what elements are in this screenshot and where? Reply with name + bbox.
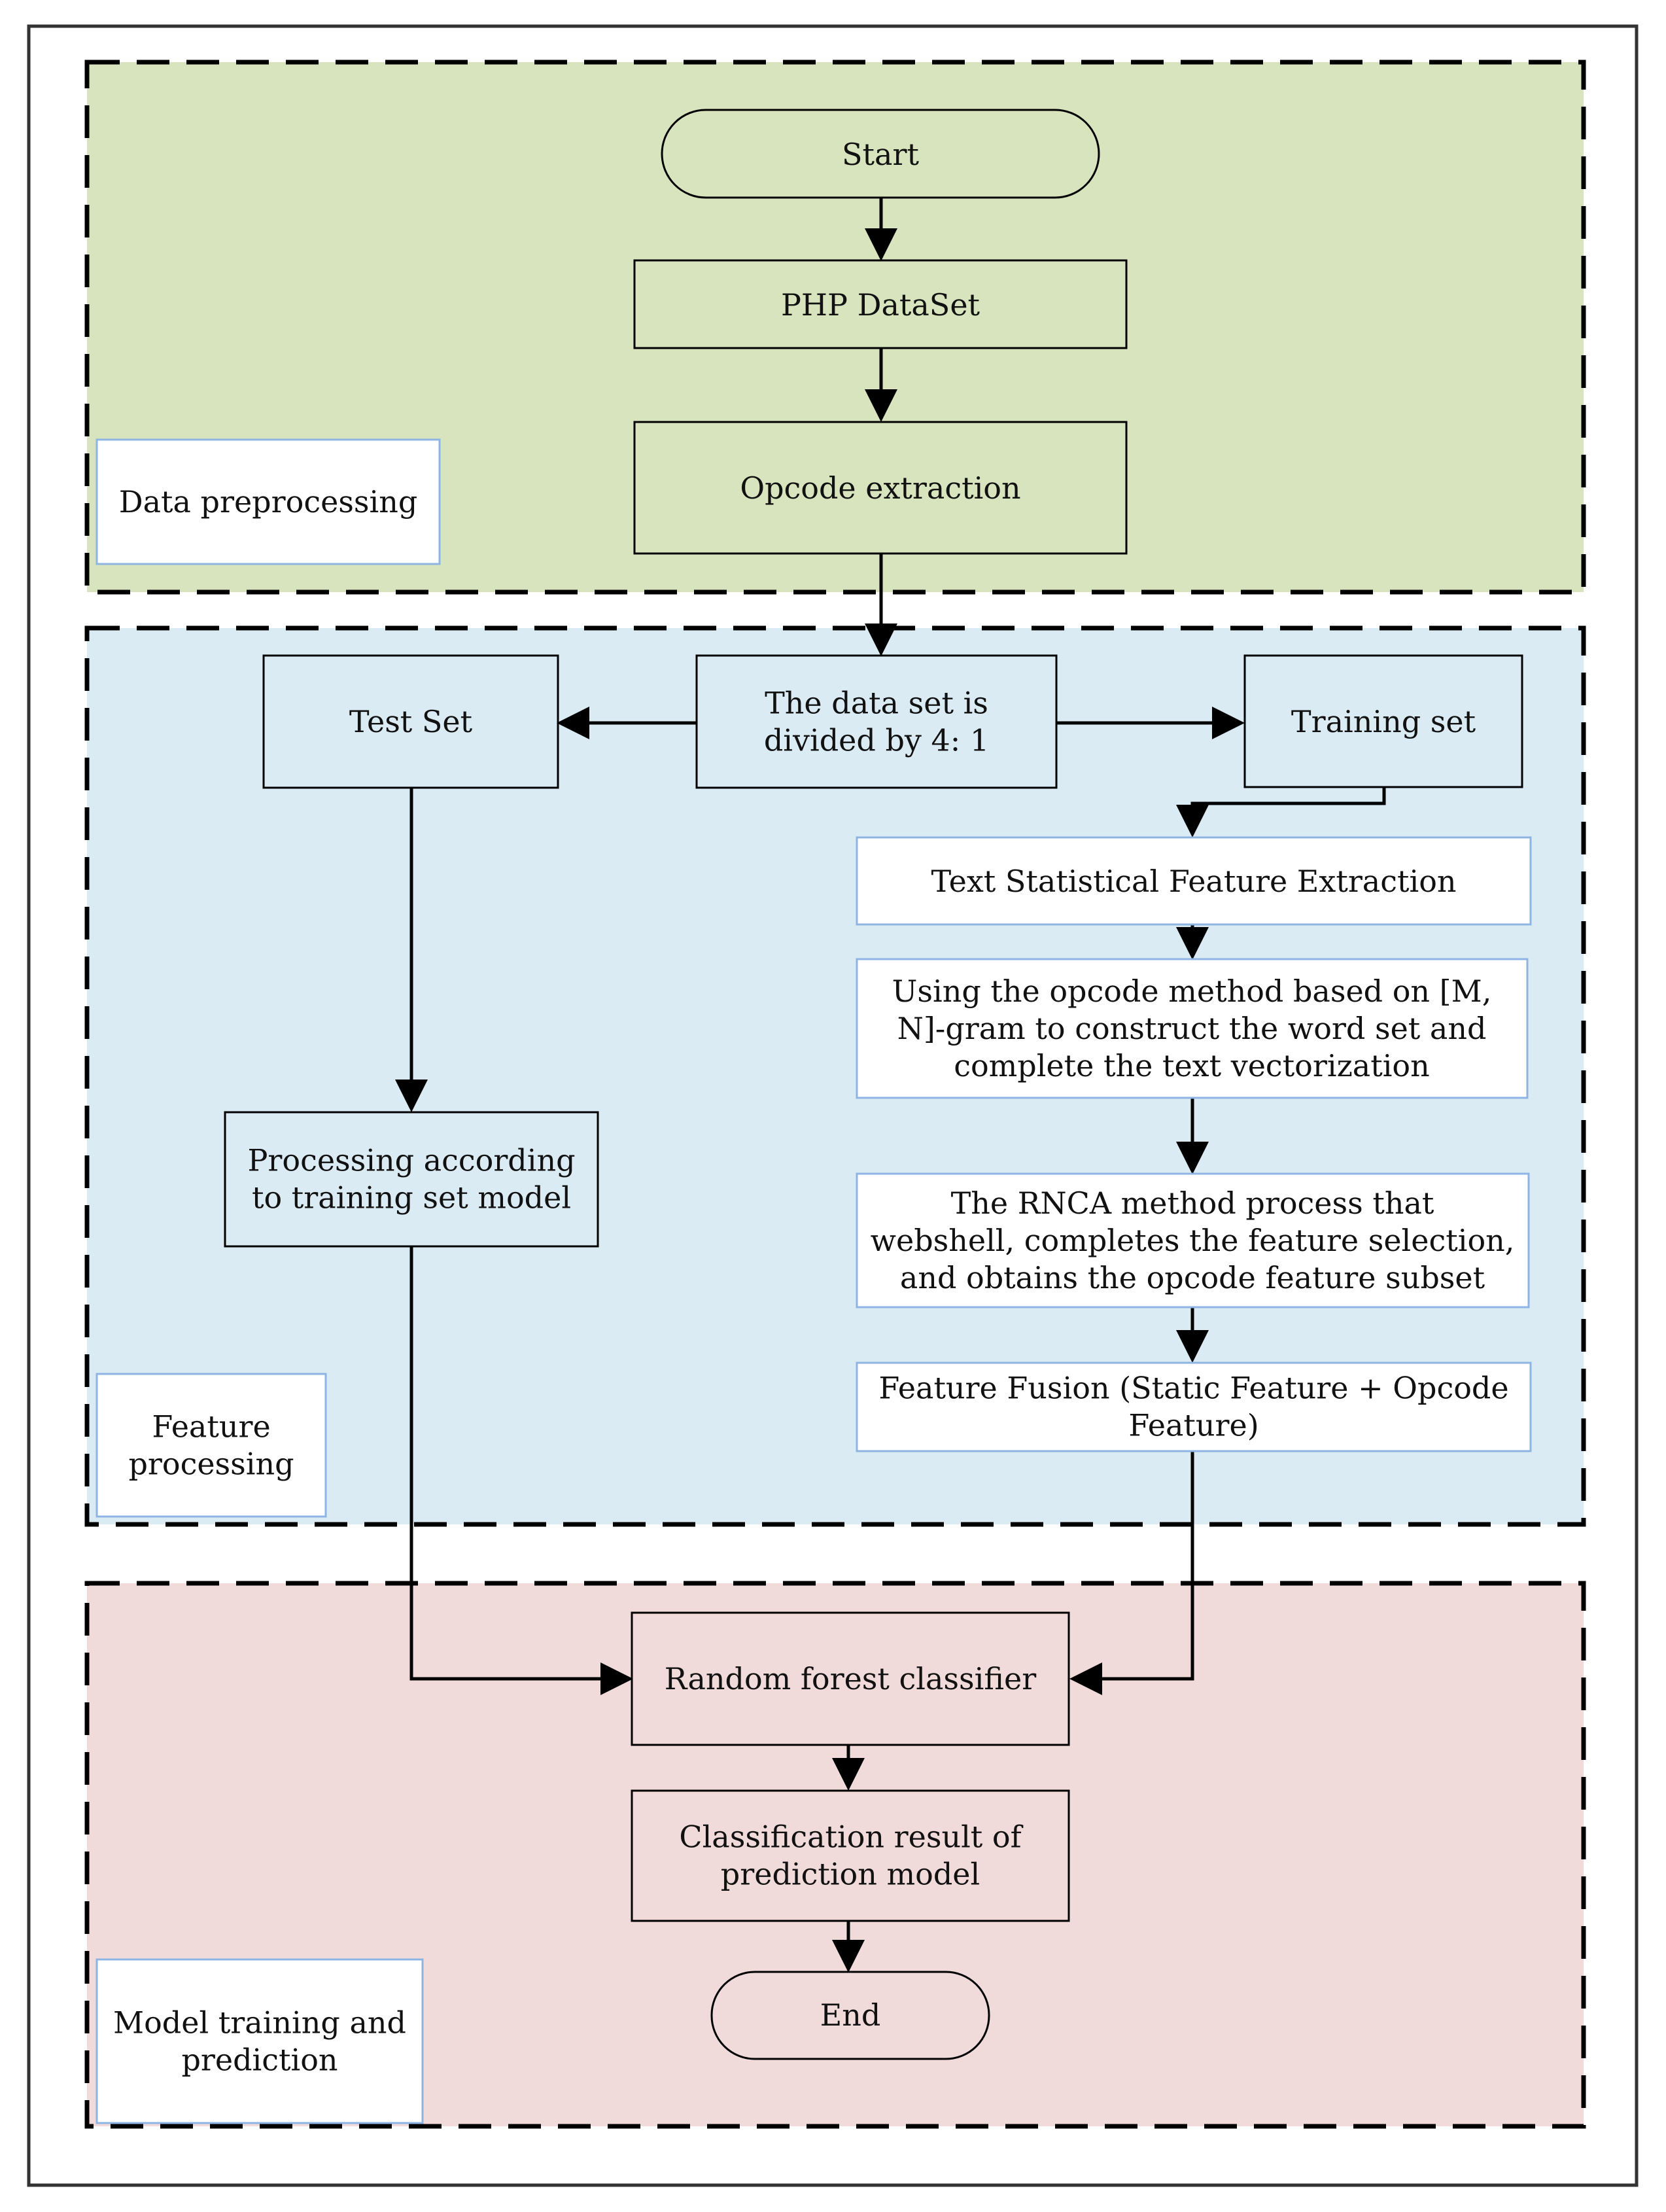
node-data-split-text-line-1: The data set is: [765, 686, 988, 721]
node-feature-fusion-text-line-1: Feature Fusion (Static Feature + Opcode: [878, 1371, 1508, 1406]
node-random-forest-text-line-1: Random forest classifier: [665, 1661, 1037, 1696]
section-label-model-training-text-line-1: Model training and: [113, 2005, 406, 2041]
section-label-preprocessing-text-line-1: Data preprocessing: [119, 484, 418, 519]
node-opcode-extraction-text-line-1: Opcode extraction: [740, 470, 1020, 506]
node-end-text: End: [820, 1997, 881, 2033]
section-label-feature-processing-text-line-2: processing: [128, 1447, 294, 1482]
section-label-model-training-text-line-2: prediction: [181, 2043, 338, 2078]
node-training-set-text-line-1: Training set: [1291, 704, 1476, 739]
node-training-set-text: Training set: [1291, 704, 1476, 739]
node-end: End: [710, 1971, 990, 2060]
node-opcode-extraction-text: Opcode extraction: [740, 470, 1020, 506]
node-mn-gram-text-line-2: N]-gram to construct the word set and: [897, 1011, 1487, 1046]
section-label-feature-processing-text-line-1: Feature: [152, 1409, 270, 1445]
node-random-forest: Random forest classifier: [631, 1611, 1070, 1746]
node-mn-gram-text-line-1: Using the opcode method based on [M,: [892, 974, 1492, 1009]
node-processing-model-text-line-1: Processing according: [247, 1143, 575, 1178]
node-classification-result-text-line-2: prediction model: [721, 1857, 980, 1892]
node-rnca-text-line-3: and obtains the opcode feature subset: [900, 1260, 1485, 1295]
node-end-text-line-1: End: [820, 1997, 881, 2033]
section-label-preprocessing-text: Data preprocessing: [119, 484, 418, 519]
node-random-forest-text: Random forest classifier: [665, 1661, 1037, 1696]
node-text-statistical-feature: Text Statistical Feature Extraction: [856, 836, 1532, 926]
section-label-preprocessing: Data preprocessing: [95, 438, 441, 565]
arrow-fusion-to-forest: [1069, 1451, 1194, 1695]
node-feature-fusion-text-line-2: Feature): [1128, 1408, 1258, 1443]
node-classification-result-text-line-1: Classification result of: [679, 1819, 1023, 1855]
node-training-set: Training set: [1243, 654, 1523, 788]
node-start-text-line-1: Start: [842, 137, 919, 172]
node-test-set: Test Set: [262, 654, 559, 789]
node-start: Start: [661, 109, 1100, 199]
node-test-set-text-line-1: Test Set: [349, 704, 473, 739]
arrow-training-to-text-stat: [1176, 787, 1386, 837]
node-mn-gram-text: Using the opcode method based on [M,N]-g…: [892, 974, 1492, 1083]
arrow-processing-to-forest: [409, 1246, 633, 1695]
node-php-dataset-text: PHP DataSet: [781, 287, 981, 323]
node-php-dataset-text-line-1: PHP DataSet: [781, 287, 981, 323]
node-test-set-text: Test Set: [349, 704, 473, 739]
node-data-split-text-line-2: divided by 4: 1: [764, 723, 989, 758]
node-mn-gram: Using the opcode method based on [M,N]-g…: [856, 958, 1529, 1099]
connectors: [395, 198, 1386, 1973]
node-php-dataset: PHP DataSet: [633, 259, 1128, 349]
node-processing-model-text-line-2: to training set model: [252, 1180, 571, 1216]
node-text-statistical-feature-text-line-1: Text Statistical Feature Extraction: [931, 864, 1456, 899]
node-rnca-text-line-2: webshell, completes the feature selectio…: [871, 1223, 1515, 1258]
node-mn-gram-text-line-3: complete the text vectorization: [954, 1048, 1430, 1083]
node-text-statistical-feature-text: Text Statistical Feature Extraction: [931, 864, 1456, 899]
node-start-text: Start: [842, 137, 919, 172]
node-rnca-text-line-1: The RNCA method process that: [951, 1185, 1434, 1221]
node-opcode-extraction: Opcode extraction: [633, 421, 1128, 555]
